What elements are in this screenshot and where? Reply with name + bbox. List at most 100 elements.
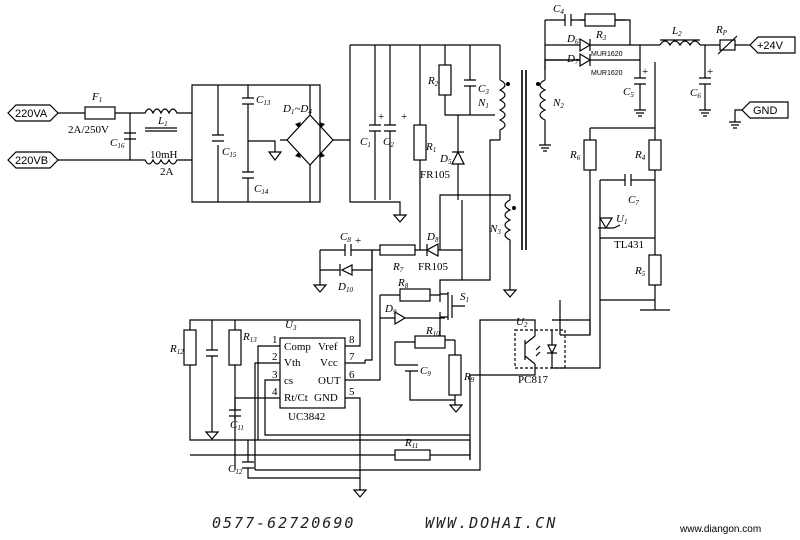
resistor-r2 bbox=[438, 64, 452, 96]
u3-pin3-name: cs bbox=[284, 375, 293, 387]
resistor-r11 bbox=[394, 449, 431, 461]
u3-pin7-num: 7 bbox=[349, 351, 355, 363]
choke-l1: L1 10mH 2A bbox=[130, 108, 192, 178]
diode-d10-label: D10 bbox=[337, 281, 353, 294]
resistor-r4 bbox=[648, 139, 662, 171]
cap-c3-label: C3 bbox=[478, 83, 489, 96]
mosfet-s1: S1 bbox=[439, 290, 469, 322]
resistor-r11-label: R11 bbox=[404, 437, 418, 450]
fuse-ref-sub: 1 bbox=[99, 96, 103, 104]
u1-ref: U1 bbox=[616, 213, 627, 226]
terminal-gnd: GND bbox=[741, 101, 789, 119]
u3-part: UC3842 bbox=[288, 411, 325, 423]
resistor-r8 bbox=[399, 288, 431, 302]
cap-c11-label: C11 bbox=[230, 419, 244, 432]
resistor-r13 bbox=[228, 329, 242, 366]
cap-c9-label: C9 bbox=[420, 365, 431, 378]
resistor-r3 bbox=[584, 13, 616, 27]
resistor-r7 bbox=[379, 244, 416, 256]
winding-n2-label: N2 bbox=[552, 97, 564, 110]
choke-ref: L1 bbox=[157, 115, 168, 128]
cap-c8-label: C8 bbox=[340, 231, 351, 244]
terminal-220vb-label: 220VB bbox=[15, 155, 48, 167]
bridge-ref: D1~D4 bbox=[282, 103, 312, 116]
winding-n3-label: N3 bbox=[489, 223, 501, 236]
u3-pin2-name: Vth bbox=[284, 357, 301, 369]
resistor-r9 bbox=[448, 354, 462, 396]
cap-c2-label: C2 bbox=[383, 136, 394, 149]
diode-d6-label: D6 bbox=[566, 33, 579, 46]
u3-pin8-name: Vref bbox=[318, 341, 338, 353]
resistor-r13-label: R13 bbox=[242, 331, 257, 344]
u3-pin6-name: OUT bbox=[318, 375, 341, 387]
u3-pin7-name: Vcc bbox=[320, 357, 338, 369]
u3-pin5-name: GND bbox=[314, 392, 338, 404]
inductor-l2: L2 bbox=[659, 25, 701, 47]
cap-c1-label: C1 bbox=[360, 136, 371, 149]
u3-pin6-num: 6 bbox=[349, 369, 355, 381]
u3-pin4-num: 4 bbox=[272, 386, 278, 398]
svg-text:+: + bbox=[707, 66, 713, 78]
thermistor-rp-label: RP bbox=[715, 24, 728, 37]
u2-part: PC817 bbox=[518, 374, 548, 386]
inductor-l2-label: L2 bbox=[671, 25, 682, 38]
u1-part: TL431 bbox=[614, 239, 644, 251]
choke-value: 10mH bbox=[150, 149, 178, 161]
resistor-r9-label: R9 bbox=[463, 371, 475, 384]
cap-c15-label: C15 bbox=[222, 146, 237, 159]
svg-text:F1: F1 bbox=[91, 91, 102, 104]
bridge-rectifier: D1~D4 bbox=[282, 103, 334, 166]
diode-d8-part: FR105 bbox=[418, 261, 448, 273]
svg-text:+: + bbox=[642, 66, 648, 78]
fuse-rating: 2A/250V bbox=[68, 124, 109, 136]
svg-text:+: + bbox=[378, 111, 384, 123]
cap-c16-label: C16 bbox=[110, 137, 125, 150]
u3-pin4-name: Rt/Ct bbox=[284, 392, 308, 404]
terminal-220vb: 220VB bbox=[7, 151, 59, 169]
terminal-220va-label: 220VA bbox=[15, 108, 48, 120]
diode-d7-part: MUR1620 bbox=[591, 70, 623, 77]
choke-current: 2A bbox=[160, 166, 174, 178]
resistor-r4-label: R4 bbox=[634, 149, 646, 162]
svg-text:+: + bbox=[355, 235, 361, 247]
u3-pin5-num: 5 bbox=[349, 386, 355, 398]
resistor-r6-label: R6 bbox=[569, 149, 581, 162]
terminal-220va: 220VA bbox=[7, 104, 59, 122]
u3-pin1-name: Comp bbox=[284, 341, 311, 353]
resistor-r5-label: R5 bbox=[634, 265, 646, 278]
svg-text:+: + bbox=[401, 111, 407, 123]
resistor-r7-label: R7 bbox=[392, 261, 404, 274]
resistor-r8-label: R8 bbox=[397, 277, 409, 290]
terminal-out-pos-label: +24V bbox=[757, 40, 784, 52]
u3-pin8-num: 8 bbox=[349, 334, 355, 346]
footer-phone: 0577-62720690 bbox=[212, 514, 355, 532]
u3-pin2-num: 2 bbox=[272, 351, 278, 363]
fuse-f1: F1 2A/250V bbox=[68, 91, 116, 136]
cap-c6-label: C6 bbox=[690, 87, 701, 100]
winding-n1-label: N1 bbox=[477, 97, 489, 110]
diode-d9-label: D9 bbox=[384, 303, 397, 316]
resistor-r12 bbox=[183, 329, 197, 366]
cap-c4-label: C4 bbox=[553, 3, 564, 16]
u3-pin1-num: 1 bbox=[272, 334, 278, 346]
u3-ref: U3 bbox=[285, 319, 297, 332]
controller-u3: U3 UC3842 Comp Vth cs Rt/Ct Vref Vcc OUT… bbox=[272, 319, 355, 423]
resistor-r2-label: R2 bbox=[427, 75, 439, 88]
resistor-r10 bbox=[414, 335, 446, 349]
u3-pin3-num: 3 bbox=[272, 369, 278, 381]
diode-d6-part: MUR1620 bbox=[591, 51, 623, 58]
u2-ref: U2 bbox=[516, 316, 528, 329]
terminal-out-pos: +24V bbox=[749, 36, 796, 54]
cap-c13-label: C13 bbox=[256, 94, 271, 107]
resistor-r1 bbox=[413, 124, 427, 161]
resistor-r5 bbox=[648, 254, 662, 286]
resistor-r1-label: R1 bbox=[425, 141, 436, 154]
diode-d5-part: FR105 bbox=[420, 169, 450, 181]
footer-watermark: www.diangon.com bbox=[679, 524, 761, 535]
diode-d5-label: D5 bbox=[439, 153, 452, 166]
fuse-ref: F bbox=[91, 91, 99, 103]
diode-d7-label: D7 bbox=[566, 53, 579, 66]
resistor-r12-label: R12 bbox=[169, 343, 184, 356]
